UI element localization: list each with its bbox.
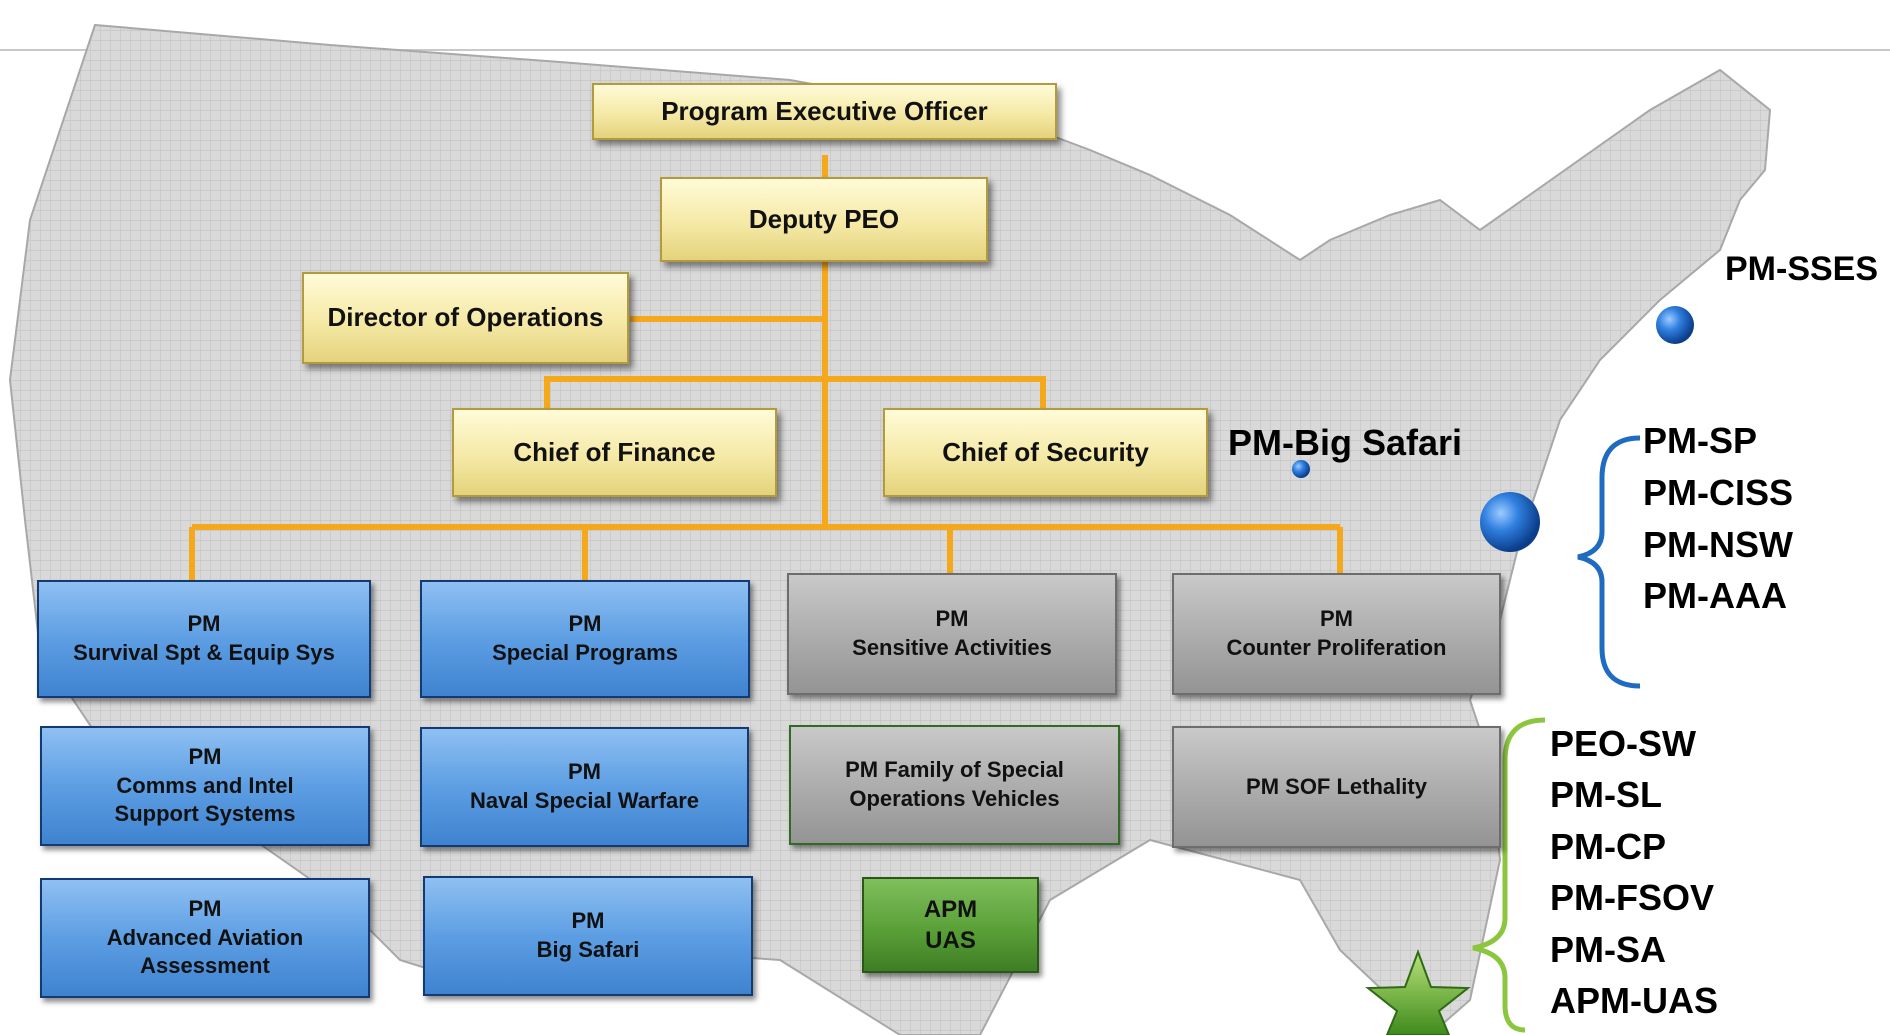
box-line: Counter Proliferation — [1226, 635, 1447, 660]
apm-uas-box: APM UAS — [862, 877, 1039, 973]
box-line: PM — [188, 744, 222, 770]
box-line: Advanced Aviation — [106, 924, 304, 950]
box-line: Operations Vehicles — [849, 786, 1060, 811]
pm-counter-proliferation-box: PM Counter Proliferation — [1172, 573, 1501, 695]
box-line: Assessment — [140, 953, 270, 979]
box-label: Director of Operations — [327, 302, 604, 333]
label-pm-sses: PM-SSES — [1725, 250, 1879, 288]
box-line: Big Safari — [536, 937, 640, 962]
chief-of-security-box: Chief of Security — [883, 408, 1208, 497]
box-line: PM — [187, 611, 221, 637]
box-line: Special Programs — [492, 640, 678, 665]
list-item: PM-SA — [1550, 928, 1666, 970]
program-executive-officer-box: Program Executive Officer — [592, 83, 1057, 140]
marker-dc-group — [1480, 492, 1540, 552]
pm-special-programs-box: PM Special Programs — [420, 580, 750, 698]
list-item: PEO-SW — [1550, 723, 1697, 764]
florida-group-list: PEO-SW PM-SL PM-CP PM-FSOV PM-SA APM-UAS — [1550, 718, 1718, 1027]
chief-of-finance-box: Chief of Finance — [452, 408, 777, 497]
list-item: PM-CP — [1550, 825, 1666, 867]
pm-sof-lethality-box: PM SOF Lethality — [1172, 726, 1501, 848]
box-line: Survival Spt & Equip Sys — [73, 640, 335, 665]
box-line: PM — [571, 908, 605, 934]
box-line: Naval Special Warfare — [469, 788, 700, 813]
box-line: PM — [1320, 606, 1353, 632]
box-label: Program Executive Officer — [661, 95, 988, 126]
box-line: PM — [188, 896, 222, 922]
box-line: APM — [923, 895, 978, 923]
pm-family-special-ops-vehicles-box: PM Family of Special Operations Vehicles — [789, 725, 1120, 845]
box-line: PM — [568, 611, 602, 637]
dc-group-list: PM-SP PM-CISS PM-NSW PM-AAA — [1643, 415, 1793, 622]
box-label: PM SOF Lethality — [1246, 773, 1427, 799]
list-item: PM-CISS — [1643, 471, 1794, 513]
pm-sensitive-activities-box: PM Sensitive Activities — [787, 573, 1117, 695]
box-line: PM Family of Special — [845, 757, 1064, 783]
box-line: PM — [935, 606, 969, 632]
label-pm-big-safari: PM-Big Safari — [1228, 422, 1463, 463]
list-item: PM-SP — [1643, 420, 1758, 461]
list-item: APM-UAS — [1550, 980, 1718, 1022]
box-label: Chief of Finance — [513, 436, 716, 467]
pm-advanced-aviation-box: PM Advanced Aviation Assessment — [40, 878, 370, 998]
box-line: Support Systems — [114, 801, 296, 827]
connector-lines — [189, 155, 1343, 580]
box-line: PM — [568, 759, 601, 785]
box-label: Deputy PEO — [748, 203, 900, 234]
list-item: PM-AAA — [1643, 575, 1787, 617]
box-line: Comms and Intel — [116, 772, 294, 798]
marker-pm-sses — [1656, 306, 1694, 344]
pm-naval-special-warfare-box: PM Naval Special Warfare — [420, 727, 749, 847]
box-line: Sensitive Activities — [852, 635, 1052, 660]
pm-survival-support-box: PM Survival Spt & Equip Sys — [37, 580, 371, 698]
box-label: Chief of Security — [942, 436, 1149, 467]
pm-comms-intel-box: PM Comms and Intel Support Systems — [40, 726, 370, 846]
marker-pm-big-safari — [1292, 460, 1310, 478]
director-of-operations-box: Director of Operations — [302, 272, 629, 364]
brace-florida-group — [1472, 717, 1546, 1033]
list-item: PM-FSOV — [1550, 877, 1715, 919]
box-line: UAS — [925, 927, 976, 954]
list-item: PM-NSW — [1643, 523, 1793, 565]
deputy-peo-box: Deputy PEO — [660, 177, 988, 262]
list-item: PM-SL — [1550, 774, 1662, 816]
brace-dc-group — [1577, 435, 1641, 689]
pm-big-safari-box: PM Big Safari — [423, 876, 753, 996]
star-icon — [1365, 949, 1471, 1035]
